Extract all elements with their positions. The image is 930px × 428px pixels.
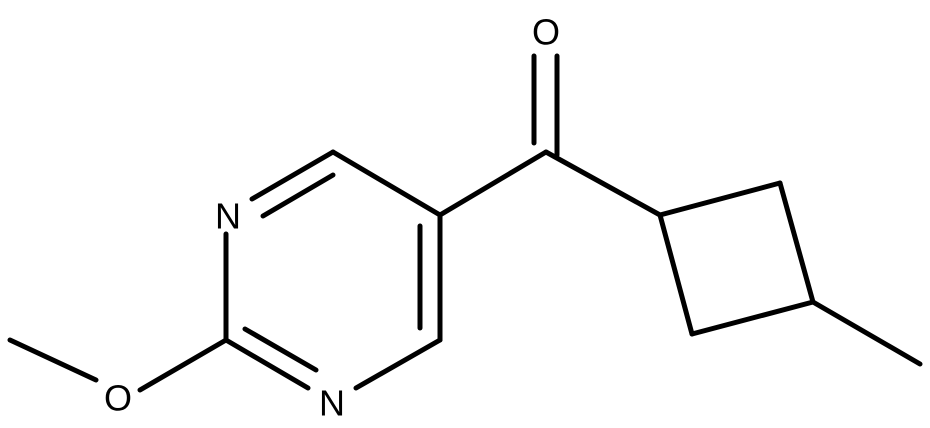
- bond-cyclobutane-4-1: [657, 212, 695, 337]
- bond-n3-c4: [353, 337, 443, 391]
- bond-c5-c6: [330, 149, 443, 218]
- bond-o-ch3: [7, 337, 99, 383]
- atom-label-methoxy-oxygen: O: [104, 378, 132, 419]
- bond-methyl: [810, 299, 923, 367]
- bond-cyclobutane-2-3: [777, 180, 816, 305]
- atom-label-nitrogen-1: N: [215, 196, 241, 237]
- atom-label-nitrogen-3: N: [319, 383, 345, 424]
- bond-c6-n1: [249, 149, 336, 202]
- bond-c2-n3: [223, 337, 311, 391]
- bond-c2-o-methoxy: [137, 337, 229, 393]
- bond-cyclobutane-1-2: [657, 180, 783, 218]
- bond-carbonyl-to-cyclobutyl: [543, 149, 663, 218]
- bond-cyclobutane-3-4: [689, 299, 816, 337]
- bond-carbonyl-to-pyrimidine: [437, 149, 549, 218]
- bond-c6-n1-inner: [260, 172, 336, 219]
- bond-c2-n3-inner: [242, 326, 319, 373]
- atom-label-carbonyl-oxygen: O: [532, 12, 560, 53]
